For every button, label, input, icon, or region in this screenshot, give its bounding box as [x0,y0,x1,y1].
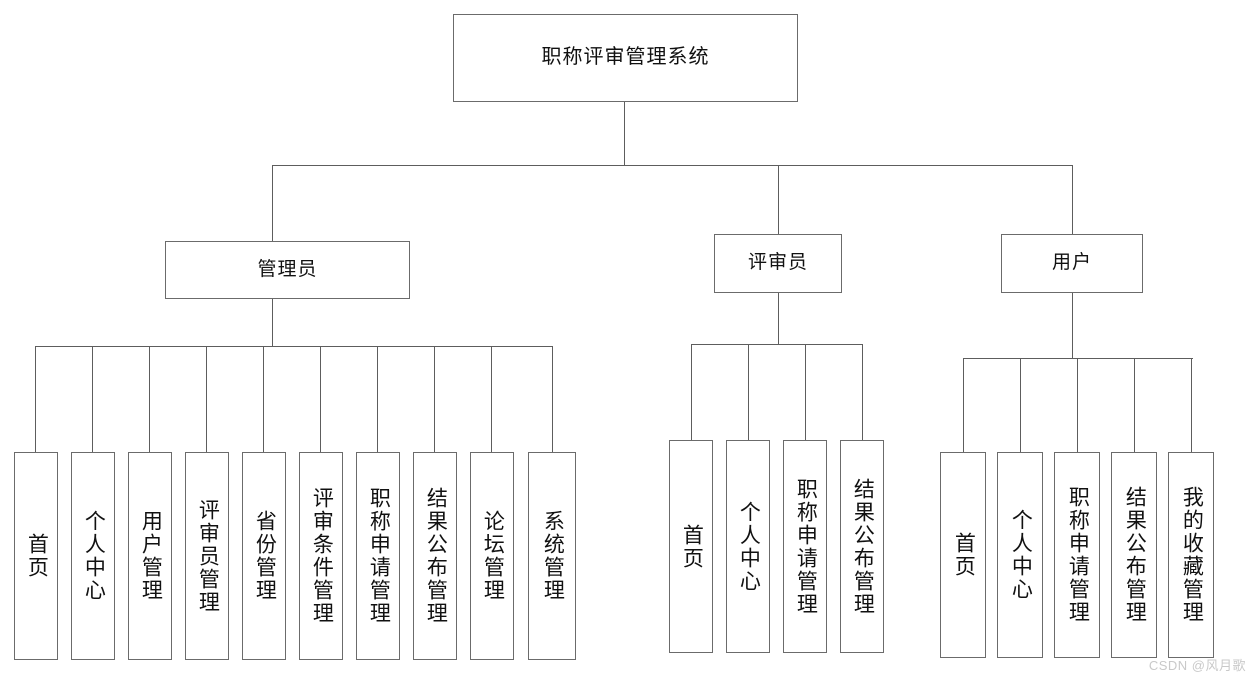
leaf-admin-3[interactable]: 评审员管理 [185,452,229,660]
leaf-user-0-label: 首页 [952,532,976,578]
node-role-reviewer-label: 评审员 [747,252,808,274]
leaf-reviewer-3-label: 结果公布管理 [851,477,875,616]
node-role-admin[interactable]: 管理员 [165,241,410,299]
leaf-admin-6[interactable]: 职称申请管理 [356,452,400,660]
leaf-user-3-label: 结果公布管理 [1123,486,1147,624]
node-role-user[interactable]: 用户 [1001,234,1143,293]
connector-admin-leaf-6 [377,346,378,452]
connector-admin-leaf-4 [263,346,264,452]
connector-drop-user [1072,165,1073,235]
connector-drop-admin [272,165,273,242]
connector-user-bus [963,358,1193,359]
connector-user-leaf-1 [1020,358,1021,452]
connector-admin-leaf-1 [92,346,93,452]
connector-reviewer-bus [691,344,863,345]
connector-admin-bus [35,346,553,347]
leaf-admin-3-label: 评审员管理 [196,498,220,614]
node-role-user-label: 用户 [1051,252,1092,274]
leaf-user-1[interactable]: 个人中心 [997,452,1043,658]
leaf-admin-5[interactable]: 评审条件管理 [299,452,343,660]
connector-admin-leaf-3 [206,346,207,452]
watermark-text: CSDN @风月歌 [1148,658,1246,673]
connector-admin-leaf-0 [35,346,36,452]
connector-reviewer-leaf-1 [748,344,749,440]
leaf-admin-2[interactable]: 用户管理 [128,452,172,660]
connector-user-leaf-3 [1134,358,1135,452]
connector-user-leaf-2 [1077,358,1078,452]
leaf-admin-0[interactable]: 首页 [14,452,58,660]
connector-root-stem [624,102,625,165]
leaf-admin-1[interactable]: 个人中心 [71,452,115,660]
leaf-reviewer-1[interactable]: 个人中心 [726,440,770,653]
leaf-admin-9-label: 系统管理 [541,510,565,602]
connector-user-leaf-4 [1191,358,1192,452]
connector-admin-leaf-7 [434,346,435,452]
leaf-user-1-label: 个人中心 [1009,509,1033,601]
connector-reviewer-leaf-0 [691,344,692,440]
leaf-admin-8-label: 论坛管理 [481,510,505,602]
leaf-user-0[interactable]: 首页 [940,452,986,658]
connector-admin-leaf-2 [149,346,150,452]
connector-level2-bus [272,165,1073,166]
leaf-reviewer-1-label: 个人中心 [737,500,761,593]
node-role-admin-label: 管理员 [257,258,318,280]
connector-drop-reviewer [778,165,779,235]
leaf-admin-6-label: 职称申请管理 [367,487,391,625]
connector-user-leaf-0 [963,358,964,452]
connector-admin-stem [272,299,273,346]
connector-admin-leaf-8 [491,346,492,452]
node-root-label: 职称评审管理系统 [541,46,710,69]
node-role-reviewer[interactable]: 评审员 [714,234,842,293]
leaf-user-2-label: 职称申请管理 [1066,486,1090,624]
leaf-reviewer-2-label: 职称申请管理 [794,477,818,616]
leaf-admin-5-label: 评审条件管理 [310,487,334,625]
connector-reviewer-leaf-2 [805,344,806,440]
leaf-user-3[interactable]: 结果公布管理 [1111,452,1157,658]
connector-reviewer-leaf-3 [862,344,863,440]
connector-user-stem [1072,293,1073,358]
leaf-admin-0-label: 首页 [25,533,49,579]
leaf-reviewer-2[interactable]: 职称申请管理 [783,440,827,653]
connector-admin-leaf-5 [320,346,321,452]
leaf-admin-7[interactable]: 结果公布管理 [413,452,457,660]
leaf-admin-4[interactable]: 省份管理 [242,452,286,660]
leaf-user-2[interactable]: 职称申请管理 [1054,452,1100,658]
leaf-reviewer-3[interactable]: 结果公布管理 [840,440,884,653]
leaf-admin-1-label: 个人中心 [82,510,106,602]
leaf-reviewer-0-label: 首页 [680,523,704,570]
leaf-admin-9[interactable]: 系统管理 [528,452,576,660]
leaf-reviewer-0[interactable]: 首页 [669,440,713,653]
leaf-admin-2-label: 用户管理 [139,510,163,602]
leaf-user-4-label: 我的收藏管理 [1180,486,1204,624]
leaf-admin-4-label: 省份管理 [253,510,277,602]
leaf-admin-7-label: 结果公布管理 [424,487,448,625]
connector-reviewer-stem [778,293,779,344]
connector-admin-leaf-9 [552,346,553,452]
leaf-admin-8[interactable]: 论坛管理 [470,452,514,660]
node-root-system[interactable]: 职称评审管理系统 [453,14,798,102]
leaf-user-4[interactable]: 我的收藏管理 [1168,452,1214,658]
